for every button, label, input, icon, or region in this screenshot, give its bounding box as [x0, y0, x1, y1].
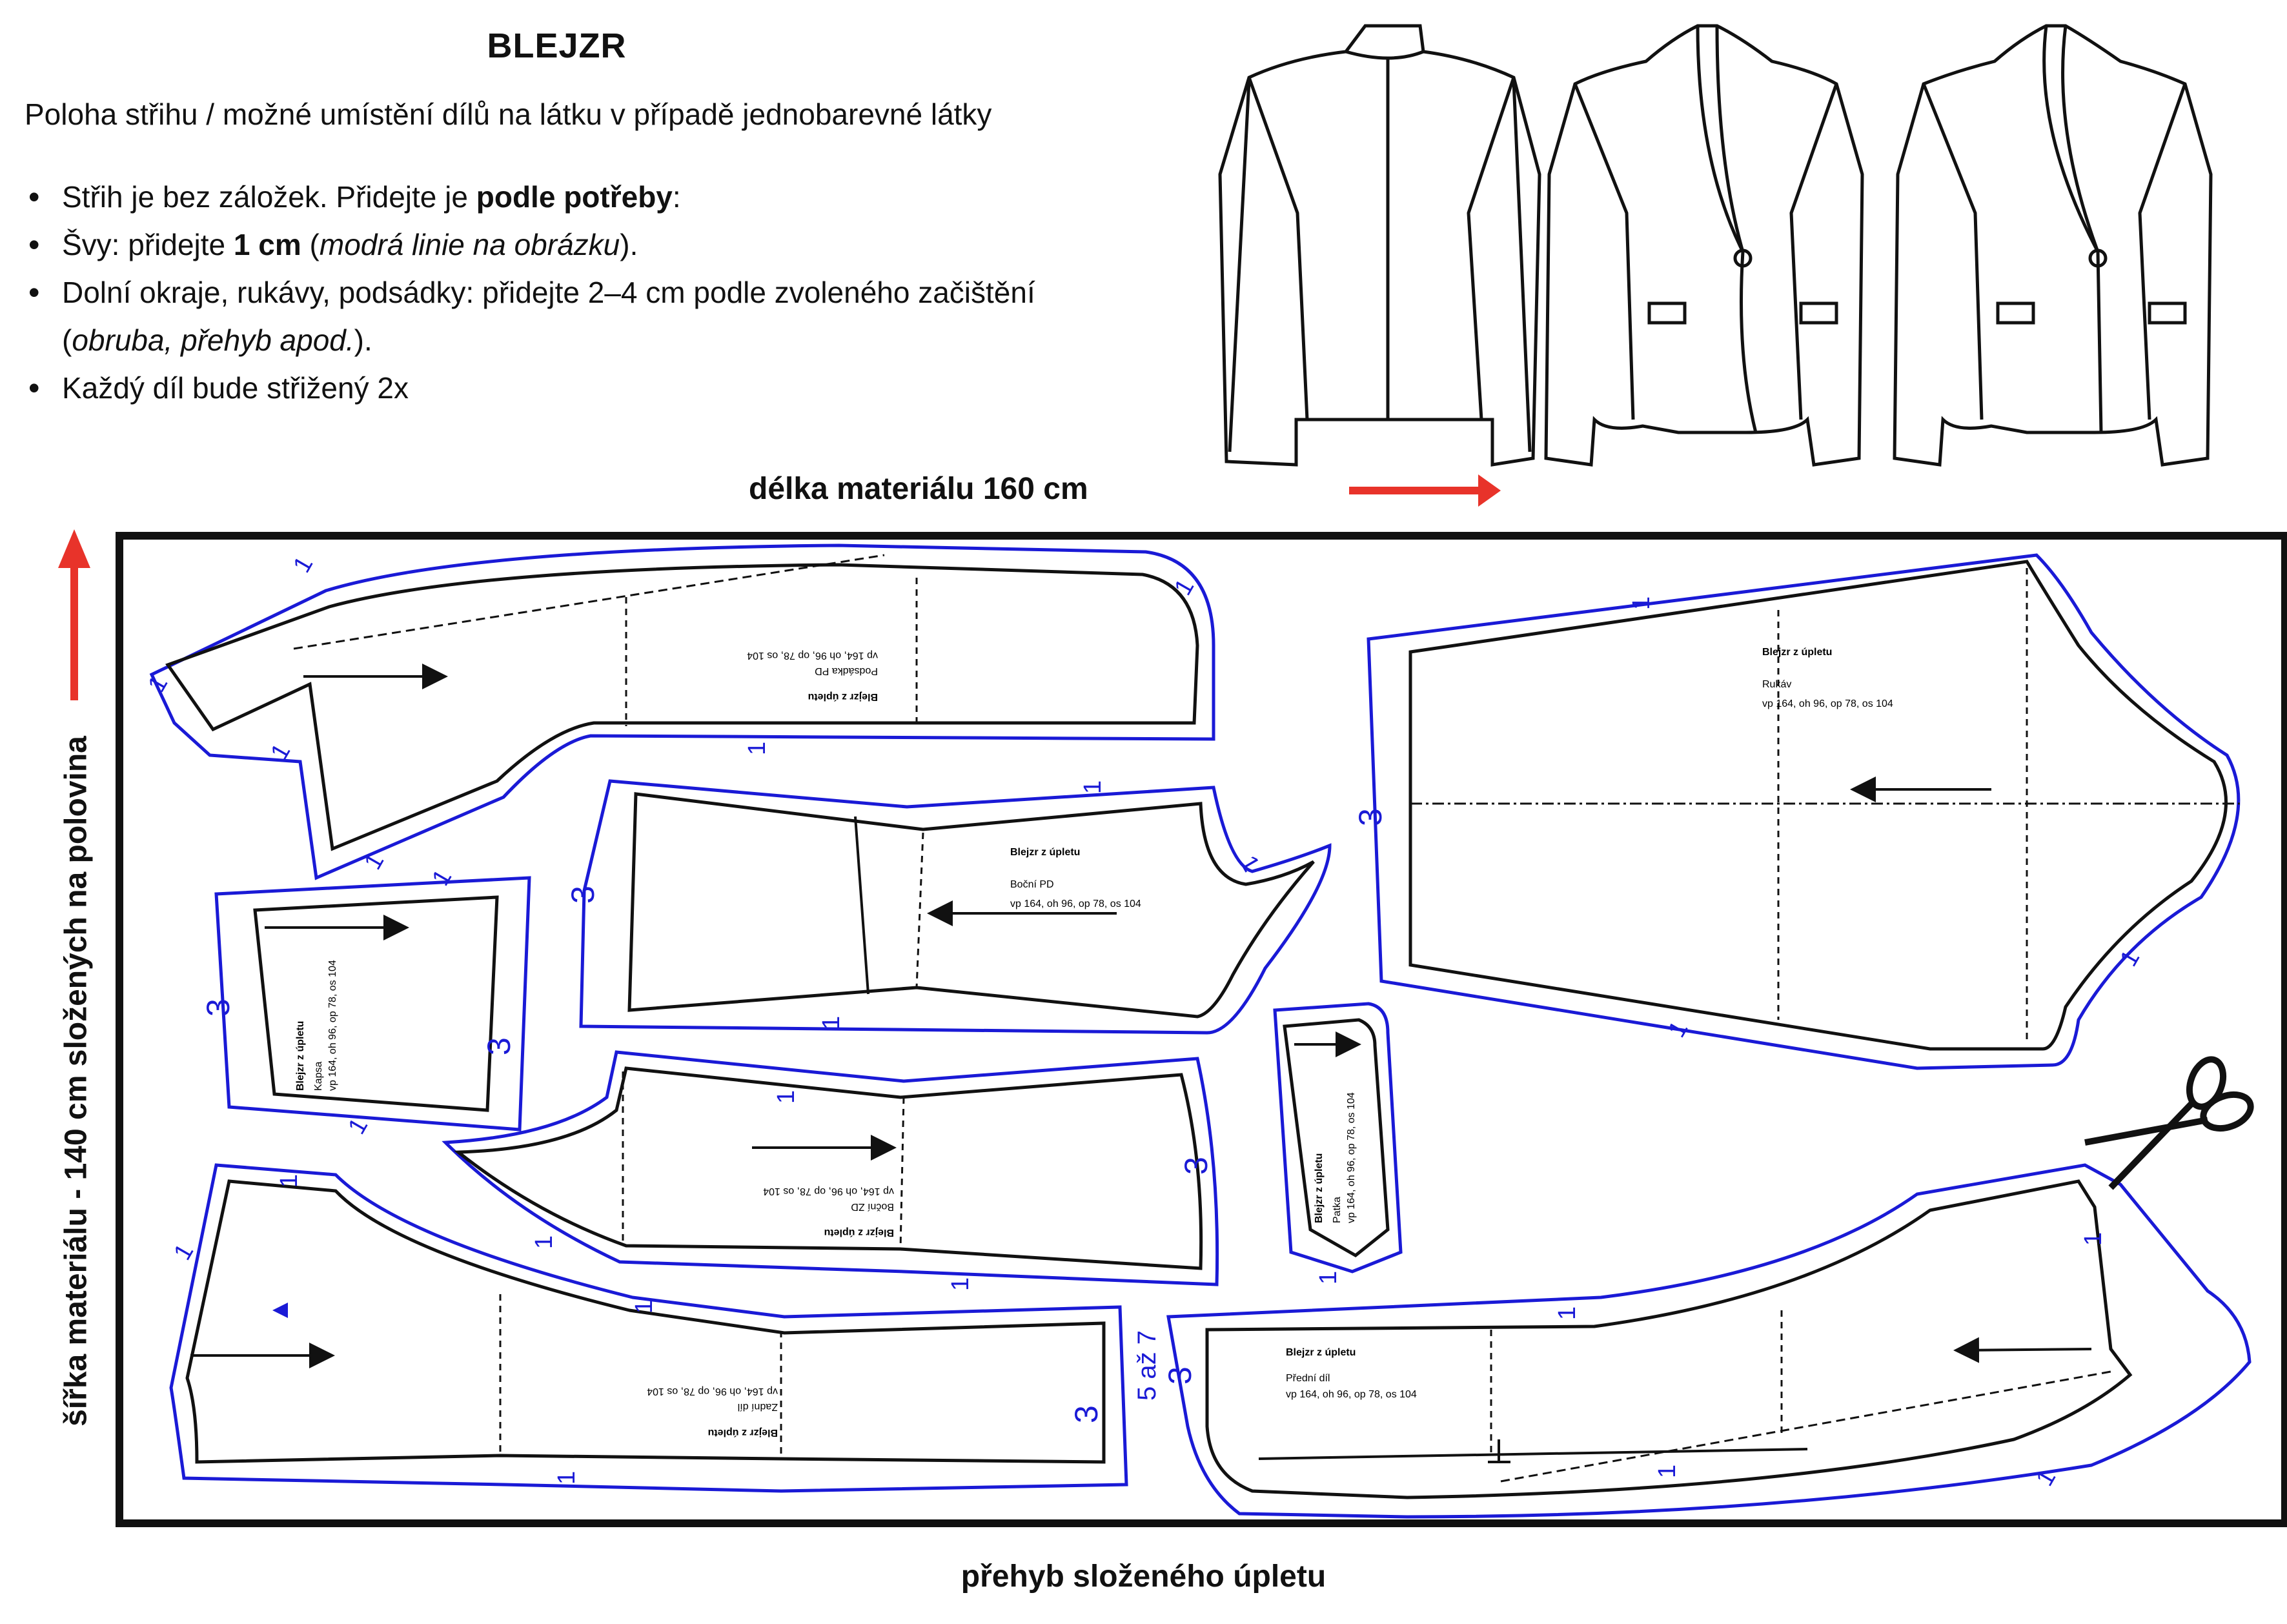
allowance-1cm: 1 — [1315, 1271, 1342, 1284]
page-subtitle: Poloha střihu / možné umístění dílů na l… — [25, 97, 992, 131]
allowance-5-to-7cm: 5 až 7 — [1133, 1330, 1161, 1401]
kapsa-title: Blejzr z úpletu — [295, 1021, 306, 1091]
allowance-3cm: 3 — [481, 1037, 517, 1055]
allowance-1cm: 1 — [631, 1300, 658, 1314]
allowance-1cm: 1 — [143, 671, 173, 696]
allowance-1cm: 1 — [2080, 1232, 2107, 1246]
jacket-back-illustration — [1218, 24, 1541, 467]
podsadka-name: Podsádka PD — [815, 665, 878, 676]
allowance-3cm: 3 — [565, 886, 601, 904]
zadni-dil-title: Blejzr z úpletu — [708, 1427, 778, 1438]
allowance-1cm: 1 — [553, 1471, 580, 1485]
rukav-sizes: vp 164, oh 96, op 78, os 104 — [1762, 698, 1893, 709]
bocni-zd-title: Blejzr z úpletu — [824, 1227, 894, 1238]
allowance-1cm: 1 — [1628, 596, 1655, 610]
allowance-3cm: 3 — [1352, 808, 1388, 826]
allowance-1cm: 1 — [427, 865, 457, 890]
bocni-zd-sizes: vp 164, oh 96, op 78, os 104 — [763, 1186, 894, 1197]
instruction-item: Dolní okraje, rukávy, podsádky: přidejte… — [26, 269, 1136, 364]
patka-title: Blejzr z úpletu — [1314, 1153, 1325, 1223]
fold-label: přehyb složeného úpletu — [961, 1559, 1326, 1594]
bocni-pd-name: Boční PD — [1010, 879, 1054, 890]
allowance-1cm: 1 — [744, 742, 771, 755]
allowance-1cm: 1 — [531, 1235, 558, 1249]
predni-dil-title: Blejzr z úpletu — [1286, 1347, 1356, 1358]
predni-dil-name: Přední díl — [1286, 1373, 1330, 1384]
allowance-1cm: 1 — [1554, 1306, 1581, 1320]
allowance-3cm: 3 — [200, 999, 236, 1017]
allowance-3cm: 3 — [1162, 1366, 1198, 1385]
piece-patka: Blejzr z úpletu Patka vp 164, oh 96, op … — [1273, 1002, 1403, 1274]
allowance-1cm: 1 — [168, 1239, 199, 1264]
piece-zadni-dil: Blejzr z úpletu Zadní díl vp 164, oh 96,… — [169, 1163, 1128, 1493]
page-title: BLEJZR — [487, 26, 627, 65]
rukav-title: Blejzr z úpletu — [1762, 647, 1832, 658]
allowance-3cm: 3 — [1178, 1157, 1214, 1175]
allowance-1cm: 1 — [288, 552, 318, 577]
width-direction-arrow — [58, 529, 90, 700]
zadni-dil-sizes: vp 164, oh 96, op 78, os 104 — [647, 1386, 778, 1397]
fabric-boundary — [116, 532, 2287, 1527]
material-length-label: délka materiálu 160 cm — [749, 472, 1088, 506]
scissors-icon — [2084, 1056, 2254, 1190]
kapsa-name: Kapsa — [313, 1062, 324, 1091]
allowance-1cm: 1 — [1079, 780, 1106, 794]
piece-bocni-zd: Blejzr z úpletu Boční ZD vp 164, oh 96, … — [442, 1050, 1219, 1286]
allowance-1cm: 1 — [947, 1277, 974, 1291]
piece-rukav: Blejzr z úpletu Rukáv vp 164, oh 96, op … — [1367, 553, 2241, 1070]
instruction-item: Každý díl bude střižený 2x — [26, 364, 1136, 412]
rukav-name: Rukáv — [1762, 679, 1791, 690]
kapsa-sizes: vp 164, oh 96, op 78, os 104 — [327, 960, 338, 1091]
jacket-front-collar-illustration — [1893, 24, 2213, 467]
bocni-pd-title: Blejzr z úpletu — [1010, 847, 1080, 858]
instruction-item: Švy: přidejte 1 cm (modrá linie na obráz… — [26, 221, 1136, 269]
predni-dil-sizes: vp 164, oh 96, op 78, os 104 — [1286, 1389, 1417, 1400]
jacket-front-open-illustration — [1544, 24, 1864, 467]
piece-podsadka: Blejzr z úpletu Podsádka PD vp 164, oh 9… — [149, 543, 1215, 880]
podsadka-title: Blejzr z úpletu — [808, 691, 878, 702]
allowance-1cm: 1 — [818, 1016, 845, 1030]
podsadka-sizes: vp 164, oh 96, op 78, os 104 — [747, 650, 878, 661]
length-direction-arrow — [1349, 474, 1501, 507]
patka-name: Patka — [1332, 1197, 1343, 1223]
allowance-1cm: 1 — [1234, 851, 1265, 877]
patka-sizes: vp 164, oh 96, op 78, os 104 — [1346, 1092, 1357, 1223]
bocni-zd-name: Boční ZD — [851, 1201, 894, 1212]
zadni-dil-name: Zadní díl — [738, 1401, 778, 1412]
instruction-item: Střih je bez záložek. Přidejte je podle … — [26, 173, 1136, 221]
piece-kapsa: Blejzr z úpletu Kapsa vp 164, oh 96, op … — [214, 876, 531, 1132]
allowance-1cm: 1 — [1654, 1465, 1681, 1478]
piece-predni-dil: Blejzr z úpletu Přední díl vp 164, oh 96… — [1166, 1163, 2251, 1519]
allowance-1cm: 1 — [2115, 946, 2145, 971]
allowance-1cm: 1 — [773, 1090, 800, 1104]
allowance-marks-3cm: 3 3 3 3 3 3 3 — [200, 808, 1388, 1423]
allowance-3cm: 3 — [1068, 1405, 1104, 1423]
bocni-pd-sizes: vp 164, oh 96, op 78, os 104 — [1010, 898, 1141, 909]
piece-bocni-pd: Blejzr z úpletu Boční PD vp 164, oh 96, … — [579, 779, 1332, 1035]
allowance-1cm: 1 — [276, 1174, 303, 1188]
instruction-list: Střih je bez záložek. Přidejte je podle … — [26, 173, 1136, 412]
allowance-1cm: 1 — [1663, 1017, 1693, 1042]
